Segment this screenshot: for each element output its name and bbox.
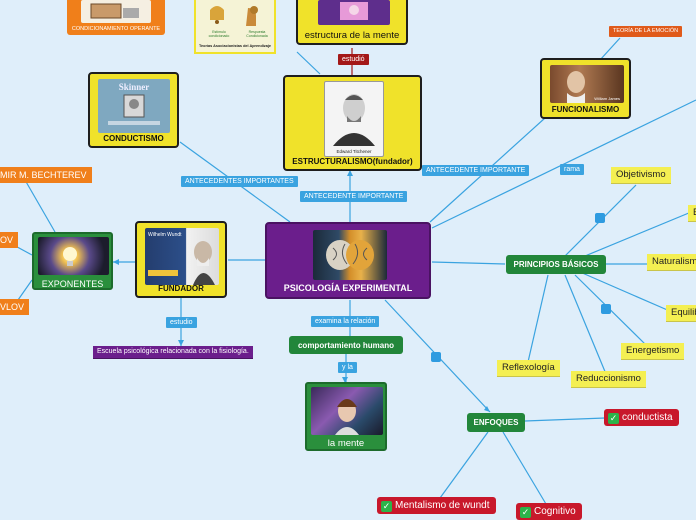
exponentes-title: EXPONENTES: [41, 279, 104, 289]
skinner-image: Skinner: [98, 79, 170, 133]
portrait-icon: [148, 241, 215, 285]
ov-label[interactable]: OV: [0, 232, 19, 248]
fundador-node[interactable]: Wilhelm Wundt FUNDADOR: [135, 221, 227, 298]
la-mente-title: la mente: [327, 438, 365, 449]
brain-icon: [326, 240, 374, 270]
marker-square: [431, 352, 441, 362]
lightbulb-icon: [63, 247, 77, 266]
estimulo-label: Estímulo condicionado: [208, 30, 230, 38]
check-icon: ✓: [520, 507, 531, 518]
estructura-mente-node[interactable]: estructura de la mente: [296, 0, 408, 45]
portrait-icon: [108, 94, 160, 125]
mind-image: [311, 387, 383, 435]
funcionalismo-node[interactable]: William James FUNCIONALISMO: [540, 58, 631, 119]
conductismo-title: CONDUCTISMO: [103, 134, 164, 143]
principle-reduccionismo[interactable]: Reduccionismo: [571, 371, 646, 388]
label-antecedentes-importantes: ANTECEDENTES IMPORTANTES: [181, 176, 298, 187]
skinner-box-image: [81, 0, 151, 23]
wundt-image-text: Wilhelm Wundt: [148, 232, 182, 238]
conductismo-node[interactable]: Skinner CONDUCTISMO: [88, 72, 179, 148]
enfoque-mentalismo[interactable]: ✓Mentalismo de wundt: [377, 497, 496, 514]
vlov-label[interactable]: VLOV: [0, 299, 30, 315]
head-icon: [340, 2, 368, 20]
titchener-caption: Edward Titchener: [336, 149, 372, 154]
label-estudio: estudió: [338, 54, 369, 65]
james-image: William James: [550, 65, 624, 103]
head-icon: [335, 399, 359, 435]
respuesta-label: Respuesta Condicionada: [246, 30, 268, 38]
bechterev-label[interactable]: MIR M. BECHTEREV: [0, 167, 92, 183]
enfoque-conductista-label: conductista: [622, 412, 673, 423]
asociacionistas-card[interactable]: Estímulo condicionado Respuesta Condicio…: [194, 0, 276, 54]
enfoques-node[interactable]: ENFOQUES: [467, 413, 525, 432]
label-estudio-fundador: estudio: [166, 317, 197, 328]
james-image-text: William James: [594, 96, 620, 101]
escuela-note: Escuela psicológica relacionada con la f…: [93, 346, 253, 359]
principios-node[interactable]: PRINCIPIOS BÁSICOS: [506, 255, 606, 274]
check-icon: ✓: [381, 501, 392, 512]
lightbulb-image: [38, 237, 109, 275]
fundador-title: FUNDADOR: [158, 284, 204, 293]
marker-square: [601, 304, 611, 314]
central-node[interactable]: PSICOLOGÍA EXPERIMENTAL: [265, 222, 431, 299]
brain-image: [313, 230, 387, 280]
principle-e[interactable]: E: [688, 205, 696, 222]
funcionalismo-title: FUNCIONALISMO: [551, 105, 620, 114]
principle-objetivismo[interactable]: Objetivismo: [611, 167, 671, 184]
portrait-icon: [333, 94, 375, 146]
label-antecedente-importante-2: ANTECEDENTE IMPORTANTE: [422, 165, 530, 176]
label-examina: examina la relación: [311, 316, 380, 327]
enfoque-cognitivo-label: Cognitivo: [534, 506, 576, 517]
teoria-emocion-label[interactable]: TEORÍA DE LA EMOCIÓN: [609, 26, 683, 37]
label-y-la: y la: [338, 362, 357, 373]
principle-equilibrio[interactable]: Equilibrio: [666, 305, 696, 322]
portrait-icon: [567, 71, 585, 103]
bell-dog-icon: [210, 6, 258, 26]
label-antecedente-importante: ANTECEDENTE IMPORTANTE: [300, 191, 408, 202]
enfoque-mentalismo-label: Mentalismo de wundt: [395, 500, 490, 511]
label-rama: rama: [560, 164, 584, 175]
estructuralismo-node[interactable]: Edward Titchener ESTRUCTURALISMO(fundado…: [283, 75, 422, 171]
principle-reflexologia[interactable]: Reflexología: [497, 360, 560, 377]
condicionamiento-title: CONDICIONAMIENTO OPERANTE: [71, 26, 161, 32]
mind-structure-image: [318, 0, 390, 25]
central-title: PSICOLOGÍA EXPERIMENTAL: [283, 283, 413, 293]
la-mente-node[interactable]: la mente: [305, 382, 387, 451]
exponentes-node[interactable]: EXPONENTES: [32, 232, 113, 290]
marker-square: [595, 213, 605, 223]
estructura-mente-title: estructura de la mente: [304, 30, 400, 41]
asociacionistas-title: Teorías Asociacionistas del Aprendizaje: [198, 44, 272, 48]
skinner-image-text: Skinner: [118, 82, 150, 92]
enfoque-cognitivo[interactable]: ✓Cognitivo: [516, 503, 582, 520]
box-icon: [90, 3, 139, 19]
estructuralismo-title: ESTRUCTURALISMO(fundador): [292, 157, 413, 166]
enfoque-conductista[interactable]: ✓conductista: [604, 409, 679, 426]
titchener-photo: Edward Titchener: [324, 81, 384, 157]
principle-naturalismo[interactable]: Naturalismo: [647, 254, 696, 271]
principle-energetismo[interactable]: Energetismo: [621, 343, 685, 360]
check-icon: ✓: [608, 413, 619, 424]
comportamiento-node[interactable]: comportamiento humano: [289, 336, 403, 354]
condicionamiento-card[interactable]: CONDICIONAMIENTO OPERANTE: [67, 0, 165, 35]
wundt-image: Wilhelm Wundt: [145, 228, 219, 285]
